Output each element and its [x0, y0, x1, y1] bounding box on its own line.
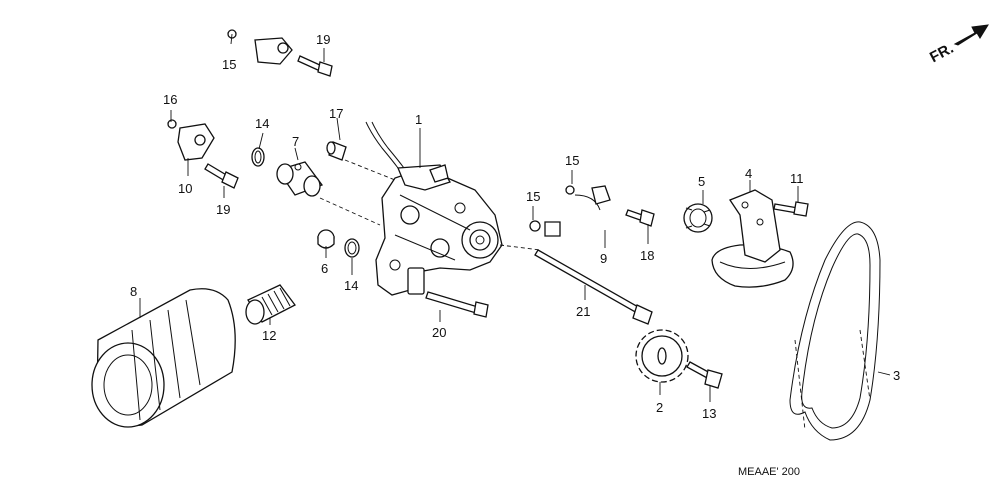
- oil-pump-body: [365, 121, 503, 296]
- diagram-code: MEAAE' 200: [738, 466, 800, 478]
- label-part-10: 10: [178, 181, 192, 196]
- label-part-17: 17: [329, 106, 343, 121]
- oil-pipe-assembly: [167, 29, 333, 189]
- front-direction-indicator: FR.: [927, 24, 989, 66]
- flange-bolt: [625, 209, 655, 227]
- sprocket-bolt: [686, 361, 723, 389]
- sealing-washer: [565, 185, 575, 195]
- label-part-14-lower: 14: [344, 278, 358, 293]
- label-part-18: 18: [640, 248, 654, 263]
- label-part-11: 11: [790, 171, 804, 186]
- label-part-7: 7: [292, 134, 299, 149]
- oil-filter-joint: [245, 284, 296, 325]
- front-direction-label: FR.: [927, 40, 956, 66]
- strainer-seal: [683, 203, 713, 233]
- label-part-8: 8: [130, 284, 137, 299]
- oil-pump-chain: [789, 221, 881, 441]
- label-part-15-middle: 15: [565, 153, 579, 168]
- flange-bolt-long: [425, 291, 489, 318]
- label-part-2: 2: [656, 400, 663, 415]
- collar: [317, 229, 335, 249]
- label-part-15-upper: 15: [222, 57, 236, 72]
- oil-pump-collar: [276, 161, 324, 197]
- long-bolt: [534, 249, 653, 325]
- dowel-pin: [326, 141, 347, 161]
- label-part-13: 13: [702, 406, 716, 421]
- flange-bolt: [317, 61, 333, 77]
- label-part-5: 5: [698, 174, 705, 189]
- sealing-washer: [167, 119, 177, 129]
- front-arrow-icon: [953, 24, 989, 46]
- part-labels: 1 2 3 4 5 6 7 8 9 10 11 12 13 14 14 15 1…: [130, 32, 900, 421]
- oil-pipe: [544, 185, 628, 243]
- o-ring: [344, 238, 360, 258]
- flange-bolt: [221, 171, 239, 189]
- label-part-14-upper: 14: [255, 116, 269, 131]
- label-part-6: 6: [321, 261, 328, 276]
- leader-lines: [139, 33, 891, 402]
- label-part-9: 9: [600, 251, 607, 266]
- label-part-20: 20: [432, 325, 446, 340]
- label-part-4: 4: [745, 166, 752, 181]
- label-part-12: 12: [262, 328, 276, 343]
- label-part-15-lower: 15: [526, 189, 540, 204]
- label-part-3: 3: [893, 368, 900, 383]
- oil-filter: [91, 288, 236, 428]
- label-part-19-upper: 19: [316, 32, 330, 47]
- oil-pump-sprocket: [635, 329, 689, 383]
- label-part-21: 21: [576, 304, 590, 319]
- sealing-washer: [529, 220, 541, 232]
- label-part-16: 16: [163, 92, 177, 107]
- label-part-19-lower: 19: [216, 202, 230, 217]
- oil-strainer: [711, 189, 794, 288]
- o-ring: [251, 147, 265, 167]
- flange-bolt: [773, 201, 809, 217]
- label-part-1: 1: [415, 112, 422, 127]
